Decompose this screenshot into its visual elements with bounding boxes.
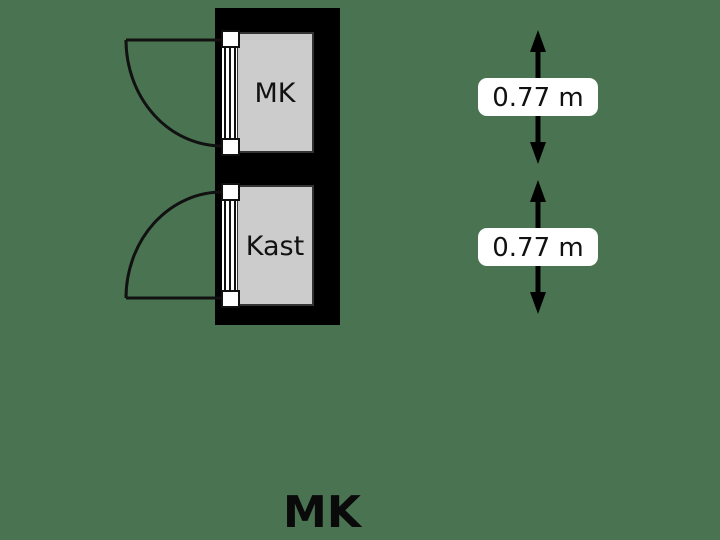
- unit-top-body: [236, 32, 314, 153]
- dimension-bottom-pill: [478, 228, 598, 266]
- unit-bottom-door-track: [224, 186, 236, 305]
- arrow-down-icon: [530, 142, 546, 164]
- dimension-top-value: 0.77 m: [492, 83, 583, 113]
- dimension-bottom-value: 0.77 m: [492, 233, 583, 263]
- dimension-top: 0.77 m: [478, 30, 598, 164]
- unit-top-label: MK: [254, 78, 296, 109]
- arrow-up-icon: [530, 30, 546, 52]
- unit-bottom-body: [236, 185, 314, 306]
- unit-bottom-jamb-upper: [221, 183, 240, 201]
- arrow-up-icon: [530, 180, 546, 202]
- dimension-bottom: 0.77 m: [478, 180, 598, 314]
- unit-top-door-swing-arc: [124, 39, 223, 148]
- unit-bottom-jamb-lower: [221, 290, 240, 308]
- figure-title: MK: [283, 487, 363, 538]
- unit-top-door-track: [224, 33, 236, 152]
- unit-bottom-door-swing-arc: [124, 190, 223, 299]
- dimension-top-pill: [478, 78, 598, 116]
- unit-bottom-label: Kast: [246, 231, 304, 262]
- unit-top[interactable]: MK: [124, 30, 314, 156]
- unit-top-jamb-lower: [221, 138, 240, 156]
- wall-right-spine: [313, 8, 340, 325]
- unit-top-jamb-upper: [221, 30, 240, 48]
- arrow-down-icon: [530, 292, 546, 314]
- unit-bottom[interactable]: Kast: [124, 183, 314, 308]
